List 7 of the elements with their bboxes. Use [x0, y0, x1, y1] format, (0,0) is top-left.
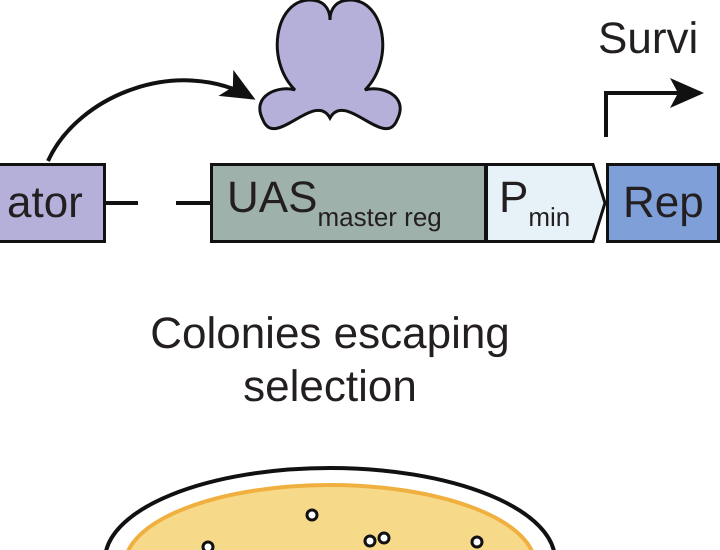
gene-box: ator	[0, 163, 106, 243]
label-text: Survi	[598, 14, 698, 64]
gene-box: Rep	[606, 163, 720, 243]
curved-arrow	[46, 71, 256, 162]
gene-box: UAS$_{master reg}$	[210, 163, 487, 243]
promoter-segment: P$_{min}$	[485, 163, 607, 243]
caption-text: Colonies escaping selection	[149, 308, 511, 413]
